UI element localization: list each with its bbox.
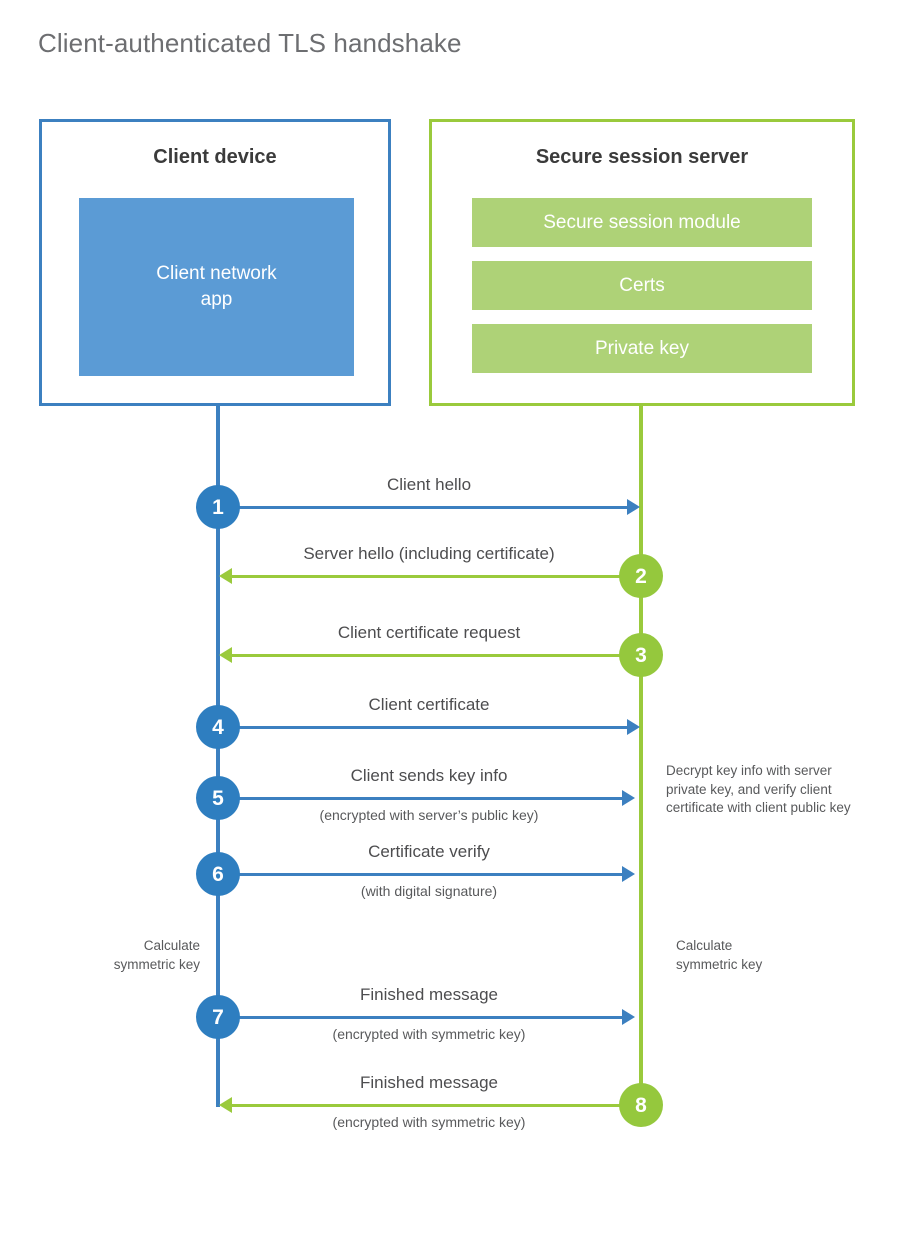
step-circle-6[interactable]: 6	[196, 852, 240, 896]
client-network-app-block: Client network app	[79, 198, 354, 376]
step-circle-5[interactable]: 5	[196, 776, 240, 820]
secure-session-server-title: Secure session server	[535, 146, 749, 168]
message-label-8: Finished message	[360, 1073, 498, 1092]
step-circle-3[interactable]: 3	[619, 633, 663, 677]
arrowhead-right-icon	[627, 499, 640, 515]
note-server-decrypt-key-info: Decrypt key info with server private key…	[666, 763, 851, 816]
message-sublabel-5: (encrypted with server’s public key)	[319, 807, 539, 823]
server-component-secure-session-module: Secure session module	[472, 198, 812, 247]
message-arrow-shaft-1	[218, 506, 627, 509]
arrowhead-left-icon	[219, 1097, 232, 1113]
arrowhead-right-icon	[622, 1009, 635, 1025]
message-arrow-shaft-2	[232, 575, 641, 578]
message-arrow-shaft-7	[218, 1016, 622, 1019]
step-circle-4[interactable]: 4	[196, 705, 240, 749]
message-arrow-shaft-5	[218, 797, 622, 800]
step-circle-1[interactable]: 1	[196, 485, 240, 529]
arrowhead-left-icon	[219, 568, 232, 584]
message-arrow-shaft-3	[232, 654, 641, 657]
secure-session-server-box: Secure session server Secure session mod…	[429, 119, 855, 406]
note-server-calculate-symmetric-key: Calculate symmetric key	[676, 938, 763, 972]
message-label-5: Client sends key info	[350, 766, 508, 785]
step-circle-7[interactable]: 7	[196, 995, 240, 1039]
message-arrow-shaft-8	[232, 1104, 641, 1107]
server-lifeline	[639, 406, 643, 1107]
message-sublabel-8: (encrypted with symmetric key)	[332, 1114, 526, 1130]
message-sublabel-6: (with digital signature)	[360, 883, 498, 899]
server-component-certs: Certs	[472, 261, 812, 310]
server-component-private-key: Private key	[472, 324, 812, 373]
client-device-box: Client device Client network app	[39, 119, 391, 406]
message-sublabel-7: (encrypted with symmetric key)	[332, 1026, 526, 1042]
client-lifeline	[216, 406, 220, 1107]
message-label-6: Certificate verify	[368, 842, 490, 861]
arrowhead-right-icon	[622, 866, 635, 882]
note-client-calculate-symmetric-key: Calculate symmetric key	[113, 938, 200, 972]
client-device-title: Client device	[153, 146, 277, 168]
step-circle-8[interactable]: 8	[619, 1083, 663, 1127]
message-label-4: Client certificate	[368, 695, 490, 714]
message-label-3: Client certificate request	[337, 623, 521, 642]
message-label-1: Client hello	[386, 475, 472, 494]
arrowhead-right-icon	[627, 719, 640, 735]
message-arrow-shaft-4	[218, 726, 627, 729]
page-title: Client-authenticated TLS handshake	[38, 28, 462, 58]
arrowhead-right-icon	[622, 790, 635, 806]
message-label-7: Finished message	[360, 985, 498, 1004]
message-arrow-shaft-6	[218, 873, 622, 876]
arrowhead-left-icon	[219, 647, 232, 663]
message-label-2: Server hello (including certificate)	[303, 544, 555, 563]
step-circle-2[interactable]: 2	[619, 554, 663, 598]
